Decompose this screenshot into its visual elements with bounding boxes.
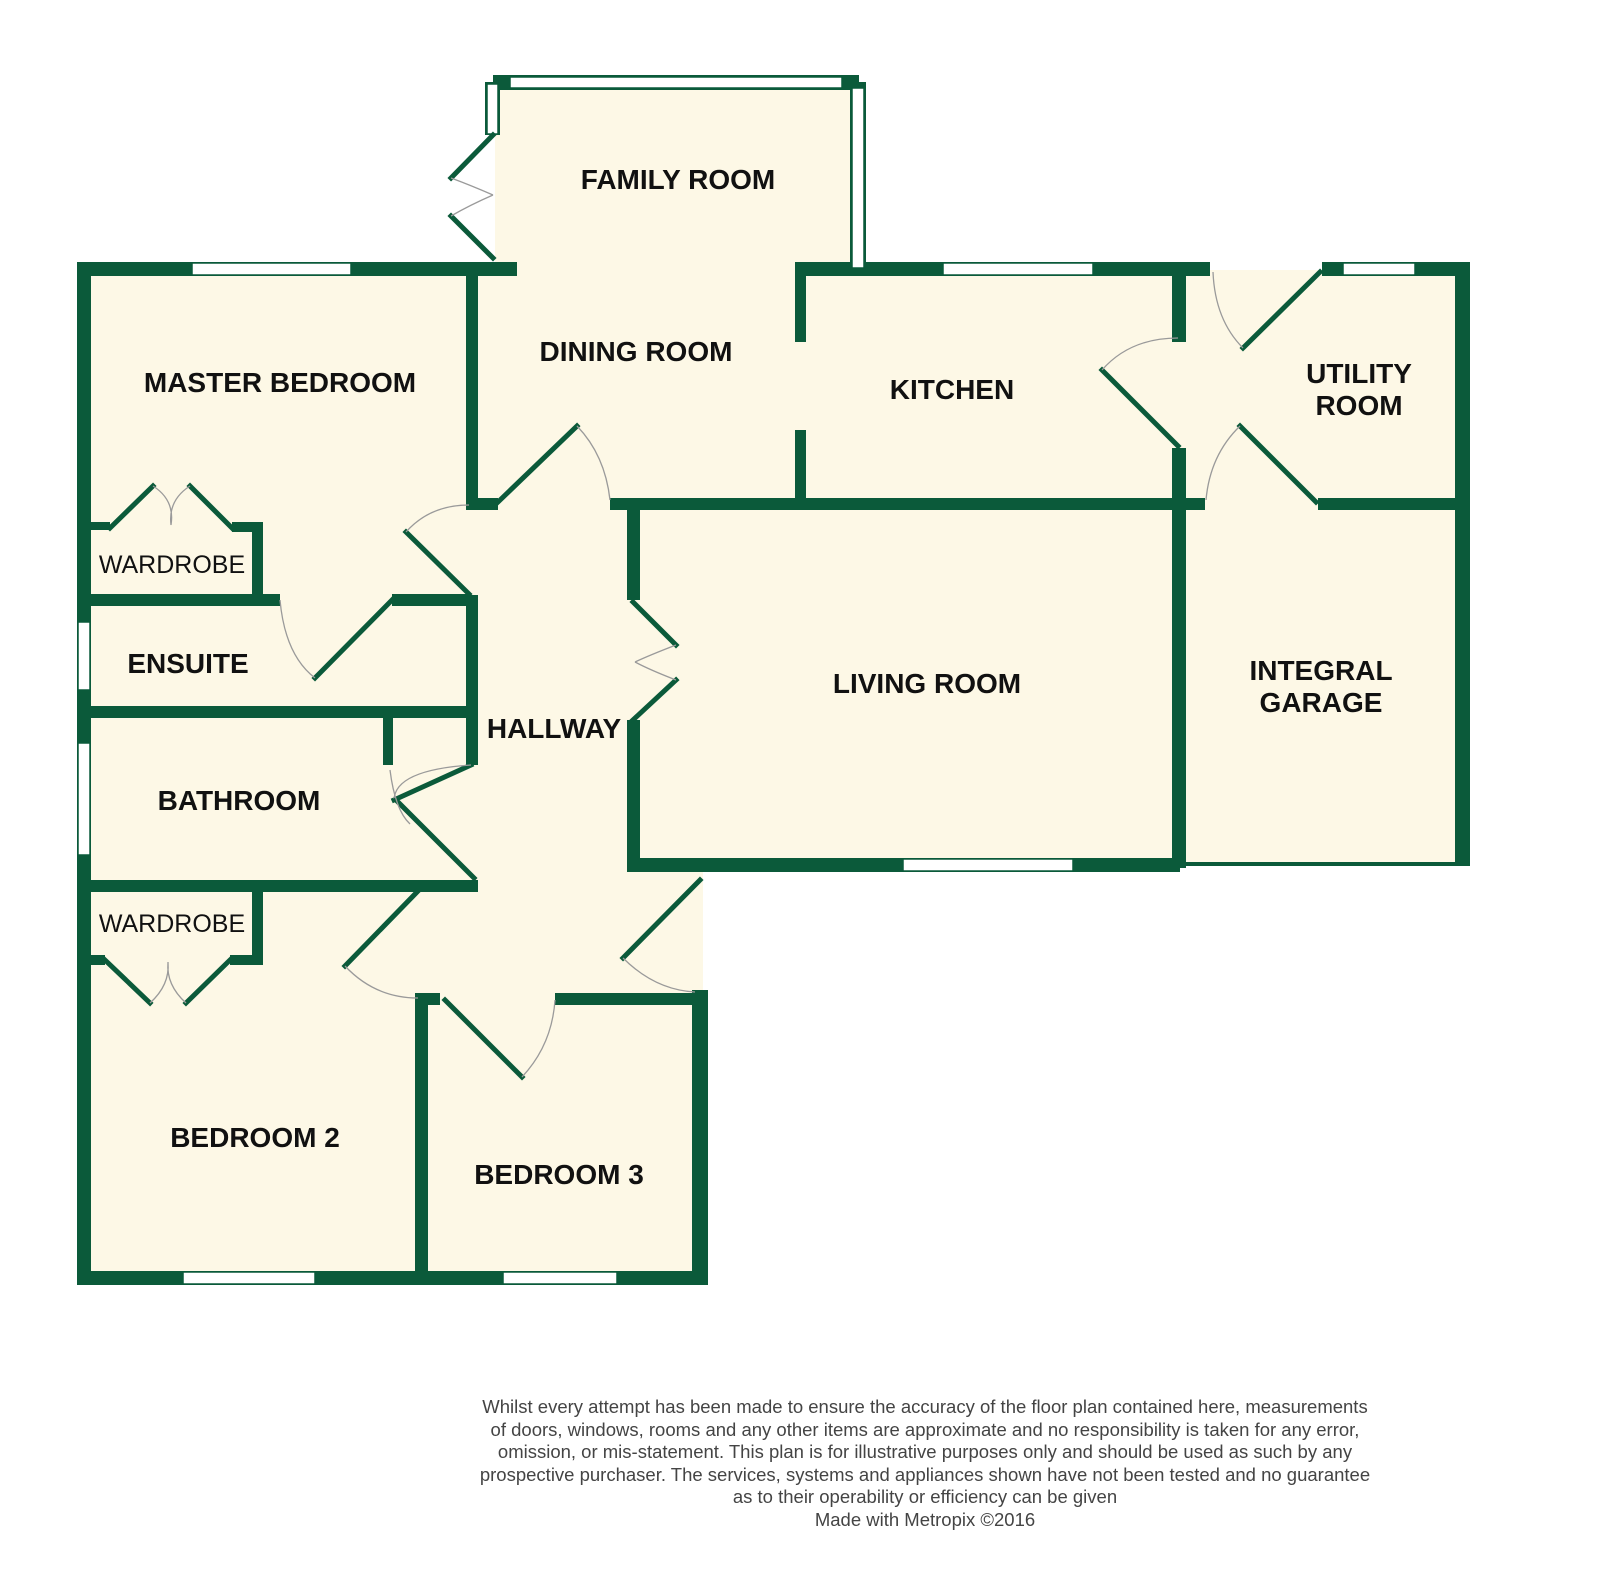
disclaimer-line: omission, or mis-statement. This plan is… — [497, 1441, 1353, 1462]
room-label-garage-line1: INTEGRAL — [1249, 655, 1392, 686]
doors — [101, 131, 1324, 1081]
window — [851, 87, 865, 269]
disclaimer-line: as to their operability or efficiency ca… — [732, 1486, 1118, 1507]
window — [502, 1271, 618, 1285]
room-label-ensuite: ENSUITE — [127, 648, 248, 679]
window — [509, 76, 843, 89]
window — [182, 1271, 316, 1285]
room-label-living-room: LIVING ROOM — [833, 668, 1021, 699]
room-label-family-room: FAMILY ROOM — [581, 164, 775, 195]
room-label-dining-room: DINING ROOM — [540, 336, 733, 367]
room-label-utility-line1: UTILITY — [1306, 358, 1412, 389]
window — [1342, 262, 1416, 276]
window — [77, 742, 91, 856]
room-label-hallway: HALLWAY — [487, 713, 622, 744]
floor-fill — [85, 85, 1463, 1280]
disclaimer-line: of doors, windows, rooms and any other i… — [490, 1418, 1360, 1440]
window — [77, 621, 91, 691]
room-label-wardrobe: WARDROBE — [99, 910, 245, 938]
windows — [77, 76, 1416, 1285]
room-label-master-bedroom: MASTER BEDROOM — [144, 367, 416, 398]
room-label-utility-line2: ROOM — [1315, 390, 1402, 421]
window — [486, 83, 499, 135]
window — [942, 262, 1094, 276]
room-label-bedroom-2: BEDROOM 2 — [170, 1122, 340, 1153]
room-label-kitchen: KITCHEN — [890, 374, 1014, 405]
credit: Made with Metropix ©2016 — [814, 1508, 1036, 1530]
disclaimer-line: Whilst every attempt has been made to en… — [482, 1396, 1368, 1417]
room-label-garage-line2: GARAGE — [1260, 687, 1383, 718]
room-label-bathroom: BATHROOM — [158, 785, 321, 816]
window — [191, 262, 352, 276]
disclaimer-line: prospective purchaser. The services, sys… — [479, 1463, 1371, 1485]
room-label-wardrobe: WARDROBE — [99, 551, 245, 579]
disclaimer: Whilst every attempt has been made to en… — [420, 1396, 1430, 1531]
window — [902, 858, 1074, 872]
room-label-bedroom-3: BEDROOM 3 — [474, 1159, 644, 1190]
